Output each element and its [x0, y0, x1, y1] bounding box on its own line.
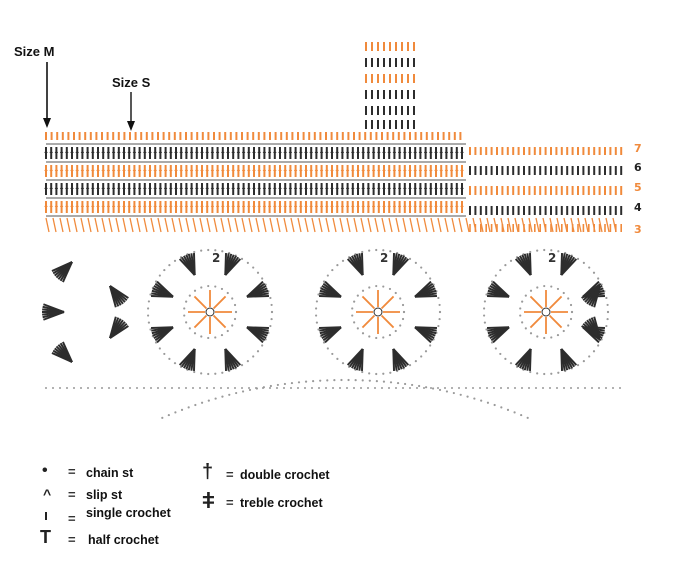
bottom-chain-line: [45, 387, 621, 389]
motif-2-fan-cluster: [560, 253, 578, 276]
single-crochet-icon: [45, 512, 47, 520]
motif-0-center-stitches: [188, 290, 232, 334]
motif-1-fan-cluster: [392, 253, 410, 276]
motif-2-outer-chain: [483, 248, 610, 376]
top-column-row-3: [365, 90, 415, 99]
row-number-label: 7: [634, 142, 642, 155]
top-column-row-5: [365, 120, 415, 129]
edge-fan-cluster: [109, 285, 129, 308]
motif-1-fan-cluster: [319, 326, 342, 344]
legend-label: treble crochet: [240, 496, 323, 510]
legend-equals: =: [68, 464, 76, 479]
motif-number-label: 2: [548, 251, 556, 265]
motif-2-center-ring: [541, 307, 551, 317]
motif-2-fan-cluster: [514, 253, 532, 276]
size-m-arrowhead: [43, 118, 51, 128]
motif-1-inner-chain: [351, 284, 406, 340]
row-number-label: 4: [634, 201, 642, 214]
motif-0-fan-cluster: [151, 280, 174, 298]
motif-0-fan-cluster: [224, 253, 242, 276]
motif-1-fan-cluster: [319, 280, 342, 298]
stitch-row-orange-2: [44, 201, 464, 213]
motif-2-inner-chain: [519, 284, 574, 340]
legend-equals: =: [68, 532, 76, 547]
motif-2-fan-cluster: [514, 348, 532, 371]
bottom-chain-arc: [161, 378, 529, 419]
size-s-arrowhead: [127, 121, 135, 131]
row-number-label: 5: [634, 181, 642, 194]
orange-fan-row: [45, 217, 617, 233]
legend-equals: =: [68, 487, 76, 502]
row-number-label: 6: [634, 161, 642, 174]
legend-label: double crochet: [240, 468, 330, 482]
motif-1-fan-cluster: [392, 348, 410, 371]
motif-0-outer-chain: [147, 248, 274, 376]
legend-label: half crochet: [88, 533, 159, 547]
motif-2-fan-cluster: [487, 280, 510, 298]
edge-fan-cluster: [581, 285, 601, 308]
legend-label: chain st: [86, 466, 134, 480]
stitch-row-dark-1: [44, 147, 464, 159]
treble-crochet-icon: ǂ: [202, 488, 215, 513]
right-row-7: [469, 147, 623, 155]
edge-fan-cluster: [581, 316, 601, 339]
motif-2-center-stitches: [524, 290, 568, 334]
motif-0-fan-cluster: [178, 253, 196, 276]
motif-1-fan-cluster: [414, 326, 437, 344]
motif-0-fan-cluster: [151, 326, 174, 344]
edge-fan-cluster: [42, 303, 65, 321]
stitch-row-orange-1: [44, 165, 464, 177]
edge-fan-cluster: [51, 261, 73, 283]
motif-0-fan-cluster: [246, 326, 269, 344]
motif-1-fan-cluster: [346, 253, 364, 276]
top-column-row-2: [365, 74, 415, 83]
motif-1-center-stitches: [356, 290, 400, 334]
right-row-5: [469, 186, 623, 195]
size-m-label: Size M: [14, 44, 55, 59]
half-crochet-icon: T: [40, 527, 51, 547]
legend-label: single crochet: [86, 506, 171, 520]
motif-0-fan-cluster: [178, 348, 196, 371]
stitch-row-dark-2: [44, 183, 464, 195]
chain-st-icon: •: [42, 462, 48, 479]
legend-equals: =: [226, 467, 234, 482]
row-number-label: 3: [634, 223, 642, 236]
motif-number-label: 2: [380, 251, 388, 265]
size-s-label: Size S: [112, 75, 151, 90]
motif-2-fan-cluster: [487, 326, 510, 344]
legend-label: slip st: [86, 488, 123, 502]
edge-fan-cluster: [51, 341, 73, 363]
edge-fan-cluster: [109, 316, 129, 339]
legend-equals: =: [226, 495, 234, 510]
motif-1-center-ring: [373, 307, 383, 317]
motif-1-fan-cluster: [414, 280, 437, 298]
legend-equals: =: [68, 511, 76, 526]
top-column-row-1: [365, 58, 415, 67]
motif-2-fan-cluster: [560, 348, 578, 371]
right-row-6: [469, 166, 623, 175]
motif-0-inner-chain: [183, 284, 238, 340]
motif-number-label: 2: [212, 251, 220, 265]
top-column-row-4: [365, 106, 415, 115]
right-row-4: [469, 206, 623, 215]
motif-0-center-ring: [205, 307, 215, 317]
slip-st-icon: ^: [43, 486, 52, 502]
motif-1-fan-cluster: [346, 348, 364, 371]
motif-0-fan-cluster: [224, 348, 242, 371]
top-column-row-0: [365, 42, 415, 51]
motif-0-fan-cluster: [246, 280, 269, 298]
motif-1-outer-chain: [315, 248, 442, 376]
double-crochet-icon: †: [202, 461, 214, 483]
stitch-row-top: [45, 132, 462, 140]
